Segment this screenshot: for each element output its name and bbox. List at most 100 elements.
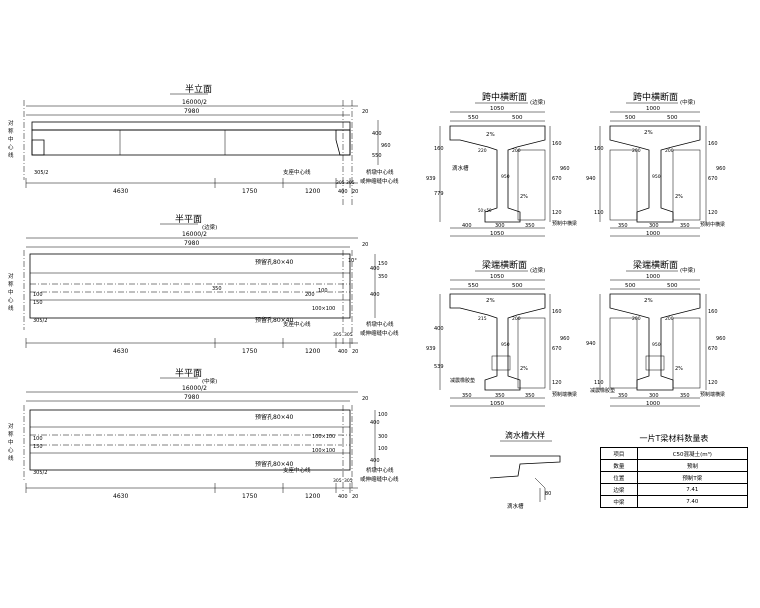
plan-middle-sd-100x100b: 100×100 [312, 448, 335, 454]
qt-header-item: 项目 [600, 447, 638, 460]
plan-edge-sd-100b: 100 [318, 288, 328, 294]
sec-end-middle-title: 梁端横断面 [633, 259, 678, 271]
sec-mid-edge-slope: 2% [486, 132, 495, 138]
sec-end-middle-slope: 2% [644, 298, 653, 304]
sec-mid-middle-ld-160: 160 [594, 146, 604, 152]
sec-mid-middle-rd-960: 960 [716, 166, 726, 172]
plan-middle-rd-300: 300 [378, 434, 388, 440]
sec-end-edge-inner-slope: 2% [520, 366, 528, 372]
plan-middle-subtitle: (中梁) [202, 377, 217, 385]
sec-end-middle-rd-160: 160 [708, 309, 718, 315]
plan-edge-sd-150: 150 [33, 300, 43, 306]
sec-end-edge-rd-670: 670 [552, 346, 562, 352]
sec-mid-middle-inner-slope: 2% [675, 194, 683, 200]
quantity-table-title: 一片T梁材料数量表 [639, 434, 709, 443]
sec-mid-middle-ld-110: 110 [594, 210, 604, 216]
sec-mid-edge-inner-slope: 2% [520, 194, 528, 200]
plan-middle-dim-1200: 1200 [305, 493, 320, 500]
sec-end-edge-bd-350b: 350 [495, 393, 505, 399]
plan-middle-small-dim: 305/2 [33, 470, 47, 476]
sec-mid-middle-diaphragm-label: 预制中横梁 [700, 221, 725, 228]
sec-end-edge-bd-1050: 1050 [490, 401, 504, 407]
sec-mid-edge-diaphragm-label: 预制中横梁 [552, 220, 577, 227]
sec-end-middle-diaphragm-label: 预制端横梁 [700, 391, 725, 398]
sec-mid-middle-bd-300: 300 [649, 223, 659, 229]
plan-edge-abutment-line: 或伸缩缝中心线 [360, 329, 399, 337]
elevation-dim-end: 20 [362, 109, 368, 115]
plan-middle-abutment-line: 或伸缩缝中心线 [360, 475, 399, 483]
sec-mid-edge-title: 跨中横断面 [482, 91, 527, 103]
sec-mid-middle-slope: 2% [644, 130, 653, 136]
plan-edge-rd-150: 150 [378, 261, 388, 267]
sec-end-edge-ld-400: 400 [434, 326, 444, 332]
elevation-rdim-305b: 305 [346, 180, 355, 186]
sec-mid-edge-ld-160: 160 [434, 146, 444, 152]
sec-mid-edge-ld-939: 939 [426, 176, 436, 182]
elevation-sym-label: 对称中心线 [8, 119, 14, 159]
sec-mid-middle-td-500a: 500 [625, 115, 636, 121]
sec-end-edge-girder [449, 293, 546, 391]
sec-end-edge-bearing [491, 355, 511, 371]
plan-edge-dim-total: 16000/2 [182, 231, 207, 238]
sec-mid-middle-bd-350b: 350 [680, 223, 690, 229]
sec-end-edge-bd-350a: 350 [462, 393, 472, 399]
sec-end-edge-td-550: 550 [468, 283, 479, 289]
sec-mid-middle-td-1000: 1000 [646, 106, 660, 112]
plan-edge-dim-20: 20 [352, 349, 358, 355]
sec-end-edge-inner-950: 950 [501, 342, 510, 348]
sec-mid-edge-td-550: 550 [468, 115, 479, 121]
sec-mid-edge-rd-120: 120 [552, 210, 562, 216]
sec-mid-edge-td-1050: 1050 [490, 106, 504, 112]
elevation-left-end [31, 139, 45, 156]
elevation-right-end [335, 129, 351, 156]
qt-col-precast: 预制 [636, 459, 749, 472]
sec-end-middle-inner-slope: 2% [675, 366, 683, 372]
plan-edge-ed-305a: 305 [333, 332, 342, 338]
sec-end-middle-diaphragm-left [609, 317, 638, 389]
elevation-rdim-400: 400 [372, 131, 382, 137]
sec-mid-middle-inner-950: 950 [652, 174, 661, 180]
sec-end-edge-rd-160: 160 [552, 309, 562, 315]
plan-edge-sym-label: 对称中心线 [8, 272, 14, 312]
plan-middle-rd-100a: 100 [378, 412, 388, 418]
qt-col-precast-t: 预制T梁 [636, 471, 749, 484]
sec-end-middle-ld-940: 940 [586, 341, 596, 347]
qt-row-middle-value: 7.40 [636, 495, 749, 508]
plan-edge-sd-10deg: 10° [348, 258, 357, 264]
sec-end-edge-td-1050: 1050 [490, 274, 504, 280]
plan-middle-rd-100b: 100 [378, 446, 388, 452]
elevation-dim-inner: 7980 [184, 108, 199, 115]
sec-mid-edge-rd-670: 670 [552, 176, 562, 182]
qt-row-pos: 位置 [600, 471, 638, 484]
sec-end-middle-girder [609, 293, 701, 391]
sec-end-middle-td-500a: 500 [625, 283, 636, 289]
plan-middle-outline [29, 409, 351, 471]
plan-middle-sym-label: 对称中心线 [8, 422, 14, 462]
plan-middle-ed-305b: 305 [344, 478, 353, 484]
plan-middle-dim-total: 16000/2 [182, 385, 207, 392]
plan-edge-dim-4630: 4630 [113, 348, 128, 355]
sec-mid-edge-bd-350: 350 [525, 223, 535, 229]
plan-middle-dim-20: 20 [352, 494, 358, 500]
sec-mid-edge-bd-400: 400 [462, 223, 472, 229]
sec-mid-middle-inner-200a: 200 [632, 148, 641, 154]
qt-row-edge-name: 边梁 [600, 483, 638, 496]
plan-middle-rd-400a: 400 [370, 420, 380, 426]
section-end-middle: 梁端横断面 (中梁) 1000 500 500 2% 200 200 950 2… [586, 259, 726, 407]
sec-mid-middle-subtitle: (中梁) [680, 98, 695, 106]
plan-edge-support-line: 支座中心线 [283, 320, 311, 328]
plan-middle-sd-150: 150 [33, 444, 43, 450]
plan-edge-sd-350: 350 [212, 286, 222, 292]
plan-edge-hole-top: 预留孔80×40 [255, 258, 293, 266]
sec-end-middle-inner-950: 950 [652, 342, 661, 348]
sec-end-edge-inner-200: 200 [512, 316, 521, 322]
elevation-dim-1750: 1750 [242, 188, 257, 195]
plan-edge-rd-400b: 400 [370, 292, 380, 298]
plan-edge-rd-400a: 400 [370, 266, 380, 272]
sec-end-edge-rd-960: 960 [560, 336, 570, 342]
drip-detail-outline [489, 455, 561, 479]
plan-edge-ed-305b: 305 [344, 332, 353, 338]
sec-end-edge-td-500: 500 [512, 283, 523, 289]
plan-edge-sd-100x100: 100×100 [312, 306, 335, 312]
qt-row-edge-value: 7.41 [636, 483, 749, 496]
